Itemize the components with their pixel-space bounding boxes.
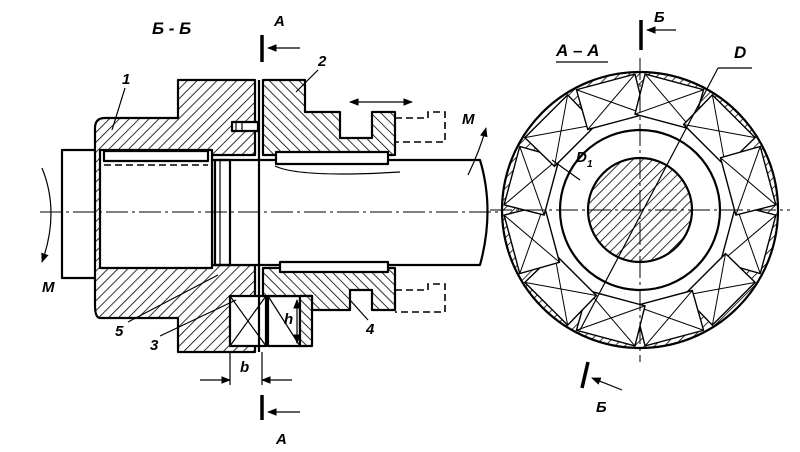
section-bb-view — [40, 35, 500, 420]
section-aa-title: А – А — [555, 41, 599, 60]
part-label-4: 4 — [365, 321, 375, 338]
dim-label-D1: D — [576, 149, 587, 166]
right-half-coupling-lower — [261, 266, 397, 312]
notch-diagonal — [524, 281, 597, 297]
torque-arrow-left — [41, 167, 52, 263]
notch-diagonal — [683, 123, 756, 139]
cut-label-a-bottom: А — [275, 431, 287, 448]
notch-diagonal — [634, 89, 704, 115]
torque-label-right: М — [462, 111, 475, 128]
torque-label-left: М — [42, 279, 55, 296]
left-bore — [98, 148, 214, 270]
cut-label-b-bottom: Б — [596, 399, 607, 416]
right-key-bottom — [278, 260, 390, 274]
element-notches — [503, 73, 777, 347]
notch-diagonal — [553, 94, 569, 167]
torque-arrow-right — [467, 127, 488, 176]
section-bb-title: Б - Б — [152, 19, 191, 38]
notch-diagonal — [711, 253, 727, 326]
left-key — [102, 149, 210, 163]
diameter-d-line — [579, 67, 719, 331]
notch-diagonal — [735, 204, 761, 274]
dim-label-D1-sub: 1 — [587, 159, 593, 170]
cut-label-a-top: А — [273, 13, 285, 30]
dim-label-h: h — [284, 311, 293, 328]
notch-diagonal — [644, 290, 693, 347]
right-half-coupling — [261, 78, 397, 157]
section-aa-view — [490, 20, 790, 391]
notch-diagonal — [587, 73, 636, 130]
part-label-5: 5 — [115, 323, 124, 340]
part-label-2: 2 — [317, 53, 327, 70]
dim-label-b: b — [240, 359, 249, 376]
dim-label-D: D — [734, 43, 746, 62]
notch-diagonal — [720, 157, 777, 206]
right-key-top — [274, 150, 390, 166]
notch-diagonal — [576, 305, 646, 331]
notch-diagonal — [519, 146, 545, 216]
cut-label-b-top: Б — [654, 9, 665, 26]
part-label-3: 3 — [150, 337, 159, 354]
cut-plane-b-bottom — [580, 361, 590, 389]
notch-diagonal — [503, 214, 560, 263]
part-label-1: 1 — [122, 71, 130, 88]
